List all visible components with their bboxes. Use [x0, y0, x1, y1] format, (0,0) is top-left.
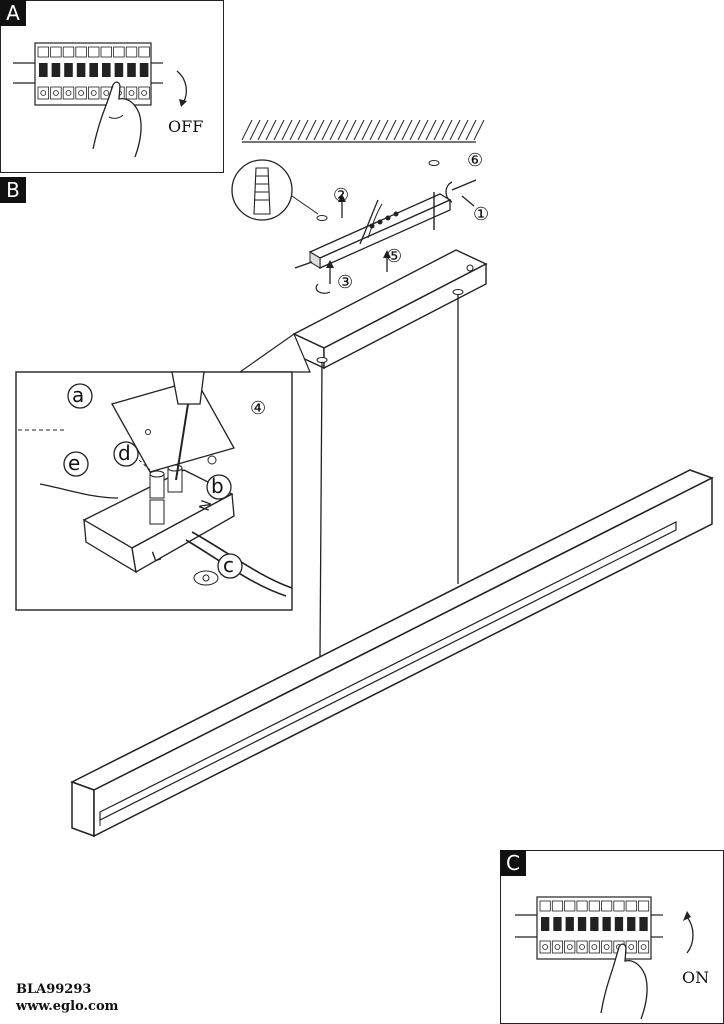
- step-a-panel: [0, 0, 224, 173]
- callout-letter-b: b: [211, 474, 224, 498]
- ceiling-hatch: [241, 119, 485, 143]
- callout-number-6: ⑥: [467, 150, 484, 171]
- callout-letter-d: d: [118, 441, 131, 465]
- callout-e-circle: [63, 451, 89, 477]
- luminaire-profile: [70, 469, 714, 838]
- switch-state-off-label: OFF: [168, 117, 204, 136]
- website-url: www.eglo.com: [16, 999, 119, 1014]
- mounting-bracket: [308, 193, 452, 270]
- callout-a-circle: [67, 383, 93, 409]
- step-b-badge: B: [0, 177, 26, 203]
- callout-letter-e: e: [68, 451, 81, 475]
- callout-number-3: ③: [337, 272, 354, 293]
- callout-number-1: ①: [473, 204, 490, 225]
- callout-c-circle: [217, 553, 243, 579]
- suspension-wire-left: [319, 361, 323, 657]
- breaker-off-illustration: [13, 42, 188, 158]
- callout-number-5: ⑤: [386, 246, 403, 267]
- step-c-panel: [500, 850, 724, 1024]
- callout-number-4: ④: [250, 398, 267, 419]
- switch-state-on-label: ON: [682, 968, 710, 987]
- step-a-badge: A: [0, 0, 26, 26]
- callout-b-circle: [206, 474, 232, 500]
- step-c-badge: C: [500, 850, 526, 876]
- svg-text:N: N: [197, 498, 216, 513]
- callout-number-2: ②: [333, 185, 350, 206]
- callout-letter-c: c: [223, 553, 234, 577]
- terminal-block: [82, 464, 235, 586]
- breaker-on-illustration: [515, 896, 694, 1020]
- callout-letter-a: a: [72, 383, 85, 407]
- document-code: BLA99293: [16, 982, 92, 997]
- canopy: [292, 249, 488, 370]
- callout-d-circle: [113, 441, 139, 467]
